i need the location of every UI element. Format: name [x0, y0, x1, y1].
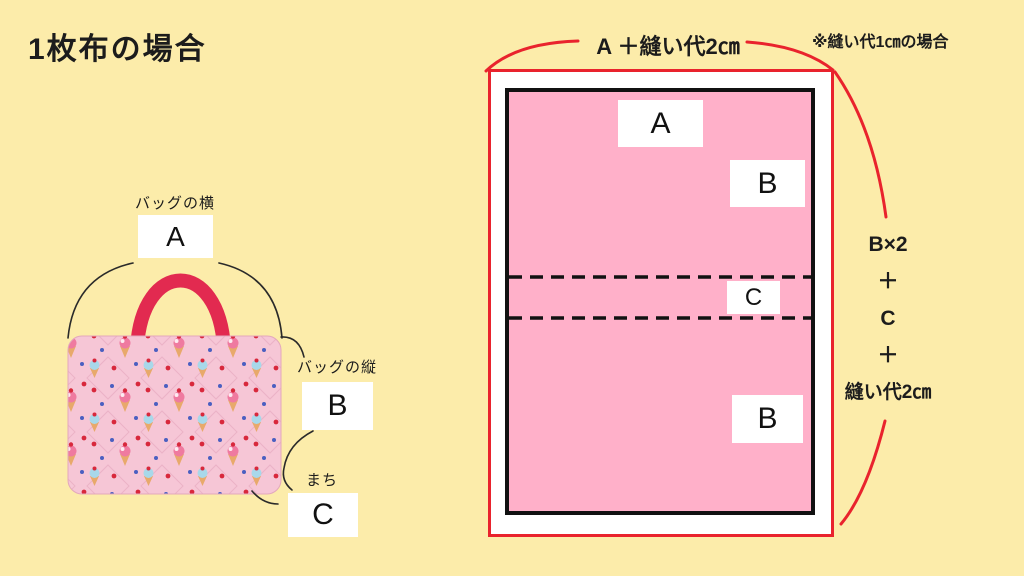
bag-width-letter-box: A — [138, 215, 213, 258]
formula-line-plus-2: ＋ — [877, 344, 899, 367]
panel-label-c-box: C — [727, 281, 780, 314]
bag-width-label: バッグの横 — [135, 195, 216, 212]
formula-line-bx2: B×2 — [868, 233, 908, 256]
panel-label-b-lower-box: B — [732, 395, 803, 443]
formula-line-seam: 縫い代2㎝ — [844, 382, 932, 403]
formula-line-plus-1: ＋ — [877, 270, 899, 293]
bag-height-label: バッグの縦 — [297, 359, 378, 376]
width-bracket-right-curve — [218, 262, 283, 339]
bag-gusset-label: まち — [306, 472, 339, 489]
bag-height-letter-box: B — [302, 382, 373, 430]
right-bracket-bottom-arc — [839, 419, 887, 526]
width-bracket-left-curve — [67, 262, 134, 339]
right-bracket-top-arc — [833, 70, 888, 219]
top-bracket-left-arc — [484, 39, 580, 73]
height-connector-curve — [280, 336, 305, 358]
formula-line-c: C — [880, 307, 896, 330]
gusset-bottom-connector-curve — [251, 490, 279, 505]
bag-body — [67, 335, 282, 495]
panel-label-a-box: A — [618, 100, 703, 147]
right-measurement-formula: B×2 ＋ C ＋ 縫い代2㎝ — [830, 226, 946, 411]
top-measurement-formula: A ＋縫い代2㎝ — [596, 34, 740, 59]
panel-label-b-upper-box: B — [730, 160, 805, 207]
seam-allowance-note: ※縫い代1㎝の場合 — [812, 34, 949, 51]
page-title: 1枚布の場合 — [28, 33, 207, 66]
bag-gusset-letter-box: C — [288, 493, 358, 537]
bag-handle — [130, 273, 231, 349]
